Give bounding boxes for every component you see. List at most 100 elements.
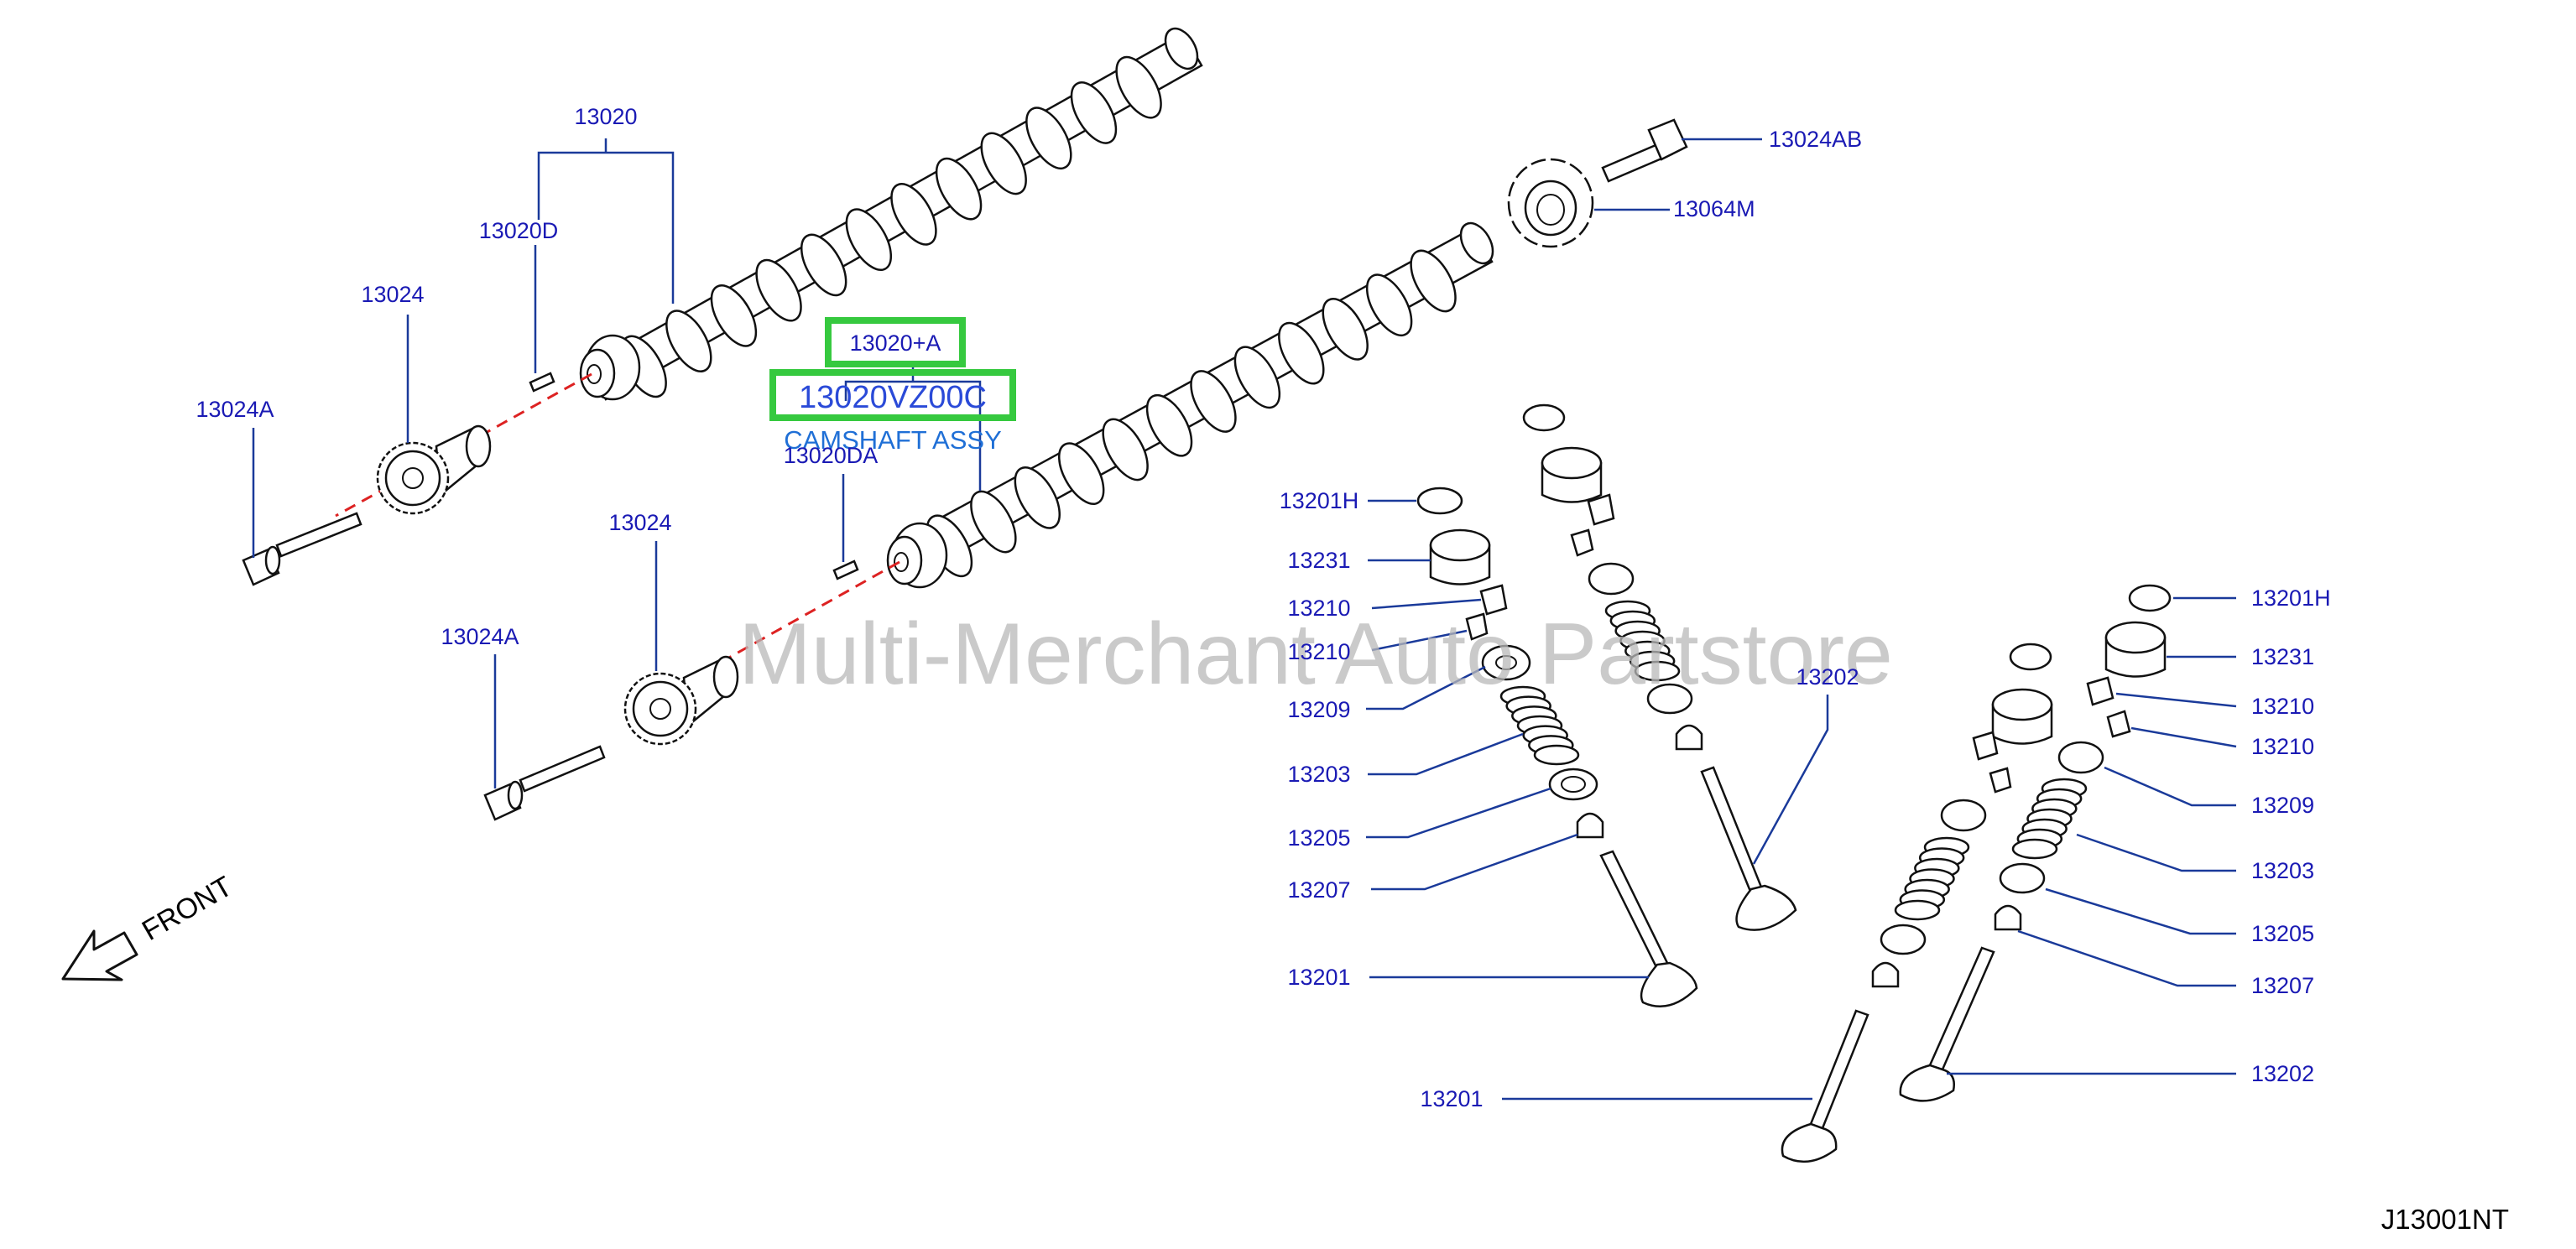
- bottom-lifter: [1991, 688, 2053, 721]
- center-collet-a: [1587, 493, 1615, 526]
- label-13207-right[interactable]: 13207: [2251, 973, 2314, 998]
- leader-lines: [252, 138, 2237, 1101]
- label-13064M[interactable]: 13064M: [1673, 196, 1755, 221]
- upper-sprocket-assembly: [242, 372, 592, 586]
- upper-camshaft-lobe: [755, 258, 802, 322]
- label-13231-left[interactable]: 13231: [1287, 548, 1350, 573]
- highlight-ref-box[interactable]: [825, 317, 966, 367]
- left-lifter: [1429, 528, 1491, 562]
- label-13210-right-b[interactable]: 13210: [2251, 734, 2314, 759]
- right-valve-head: [1899, 1064, 1955, 1102]
- label-13020DA[interactable]: 13020DA: [784, 443, 879, 468]
- lower-camshaft-lobe: [970, 490, 1017, 554]
- label-13201H-right[interactable]: 13201H: [2251, 585, 2331, 611]
- lower-camshaft-lobe: [1278, 321, 1325, 385]
- label-13210-right-a[interactable]: 13210: [2251, 694, 2314, 719]
- bottom-valve-head: [1781, 1122, 1838, 1163]
- lower-bolt-washer: [507, 780, 524, 810]
- right-lifter: [2104, 621, 2167, 654]
- highlight-part-number[interactable]: 13020VZ00C: [799, 380, 987, 415]
- upper-camshaft-lobe: [710, 284, 758, 347]
- lower-camshaft: [886, 221, 1494, 589]
- label-13024-lower[interactable]: 13024: [608, 510, 671, 535]
- right-collet-a: [2086, 676, 2115, 706]
- bottom-valve-seal: [1871, 961, 1900, 988]
- right-valve-stem: [1928, 946, 1995, 1071]
- leader-13020-bracket: [537, 151, 675, 304]
- leader-13205-right: [2045, 887, 2236, 935]
- center-valve-stem: [1700, 766, 1764, 895]
- right-shim: [2128, 584, 2172, 612]
- label-13201-bottom[interactable]: 13201: [1420, 1086, 1483, 1111]
- bottom-valve-stem: [1809, 1009, 1869, 1130]
- upper-camshaft-lobe: [665, 310, 712, 372]
- leader-13209-left: [1366, 665, 1486, 710]
- lower-camshaft-lobe: [1102, 418, 1149, 481]
- label-13020D[interactable]: 13020D: [479, 218, 559, 243]
- lower-sprocket-bore: [649, 698, 671, 720]
- center-spring-coil: [1634, 660, 1681, 682]
- lower-dowel-pin: [832, 559, 859, 580]
- label-13205-left[interactable]: 13205: [1287, 825, 1350, 851]
- label-13201-left[interactable]: 13201: [1287, 965, 1350, 990]
- front-label: FRONT: [137, 870, 237, 946]
- right-valve-stack: [1899, 584, 2172, 1102]
- label-13024A-upper[interactable]: 13024A: [196, 397, 274, 422]
- label-13231-right[interactable]: 13231: [2251, 644, 2314, 669]
- part-labels: 13020 13020D 13024 13024A 13024 13024A 1…: [196, 104, 2330, 1111]
- label-13209-left[interactable]: 13209: [1287, 697, 1350, 722]
- upper-camshaft-lobe: [845, 208, 893, 271]
- bottom-collet-a: [1972, 731, 1999, 761]
- sensor-bolt-head: [1647, 118, 1688, 161]
- label-13202-right[interactable]: 13202: [2251, 1061, 2314, 1086]
- highlight-callout[interactable]: 13020+A 13020VZ00C CAMSHAFT ASSY: [769, 317, 1016, 455]
- label-13203-left[interactable]: 13203: [1287, 762, 1350, 787]
- leader-13210-right-b: [2130, 726, 2237, 748]
- label-13024AB[interactable]: 13024AB: [1769, 127, 1862, 152]
- center-valve-spring: [1604, 600, 1681, 682]
- lower-camshaft-lobe: [1233, 346, 1281, 409]
- leader-13203-left: [1368, 732, 1524, 776]
- center-retainer: [1588, 562, 1635, 596]
- left-collet-a: [1479, 584, 1508, 616]
- label-13024A-lower[interactable]: 13024A: [441, 624, 519, 649]
- label-13210-left-a[interactable]: 13210: [1287, 596, 1350, 621]
- upper-camshaft-lobe: [935, 157, 983, 221]
- right-valve-spring: [2011, 778, 2088, 860]
- center-valve-head: [1735, 884, 1797, 931]
- upper-camshaft-end: [1164, 27, 1199, 70]
- highlight-ref-label[interactable]: 13020+A: [850, 330, 941, 356]
- lower-bolt-shank: [519, 745, 606, 793]
- lower-camshaft-lobe: [1145, 393, 1193, 457]
- label-13209-right[interactable]: 13209: [2251, 793, 2314, 818]
- right-spring-seat: [1999, 862, 2046, 894]
- label-13210-left-b[interactable]: 13210: [1287, 639, 1350, 664]
- leader-13209-right: [2104, 766, 2236, 807]
- label-13207-left[interactable]: 13207: [1287, 877, 1350, 903]
- left-valve-stem: [1599, 850, 1670, 971]
- bottom-shim: [2009, 643, 2052, 671]
- right-valve-seal: [1994, 904, 2022, 931]
- lower-camshaft-lobe: [1322, 298, 1369, 361]
- left-collet-b: [1465, 612, 1489, 641]
- cam-sensor-plate: [1507, 118, 1688, 248]
- upper-sprocket-hub-end: [465, 424, 492, 468]
- label-13202-center[interactable]: 13202: [1796, 664, 1859, 690]
- upper-camshaft-lobe: [1025, 107, 1072, 169]
- left-valve-spring: [1499, 685, 1580, 766]
- left-valve-stack: [1416, 487, 1698, 1008]
- label-13024-upper[interactable]: 13024: [361, 282, 424, 307]
- bottom-collet-b: [1989, 767, 2012, 794]
- lower-camshaft-end: [1459, 221, 1494, 265]
- highlight-part-box[interactable]: [769, 369, 1016, 421]
- left-spring-seat-hole: [1561, 776, 1586, 793]
- upper-camshaft-lobe: [1070, 81, 1118, 144]
- label-13203-right[interactable]: 13203: [2251, 858, 2314, 883]
- label-13201H-left[interactable]: 13201H: [1280, 488, 1359, 513]
- label-13020[interactable]: 13020: [574, 104, 637, 129]
- bottom-retainer: [1940, 799, 1987, 832]
- leader-13210-left-b: [1371, 629, 1468, 652]
- upper-bolt-washer: [264, 545, 281, 575]
- label-13205-right[interactable]: 13205: [2251, 921, 2314, 946]
